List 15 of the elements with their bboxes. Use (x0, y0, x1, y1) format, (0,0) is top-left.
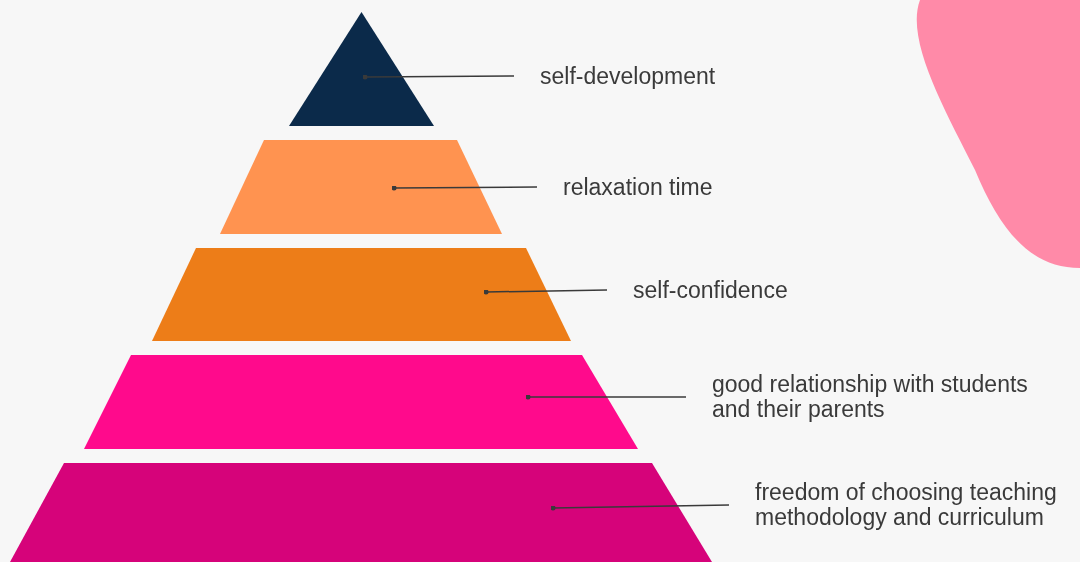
leader-line (525, 394, 687, 400)
leader-line (362, 74, 515, 80)
leader-label: self-confidence (633, 278, 893, 303)
pyramid-layer (220, 140, 502, 234)
pyramid-top-triangle (289, 12, 434, 126)
leader-line (391, 185, 538, 191)
leader-label: good relationship with students and their parents (712, 372, 1032, 422)
leader-line (483, 289, 608, 295)
pyramid-layer (152, 248, 571, 341)
pyramid-layer (10, 463, 712, 562)
leader-label: freedom of choosing teaching methodology and curriculum (755, 480, 1080, 530)
pyramid-layer (84, 355, 638, 449)
leader-label: relaxation time (563, 175, 823, 200)
leader-line (550, 504, 730, 511)
leader-label: self-development (540, 64, 800, 89)
